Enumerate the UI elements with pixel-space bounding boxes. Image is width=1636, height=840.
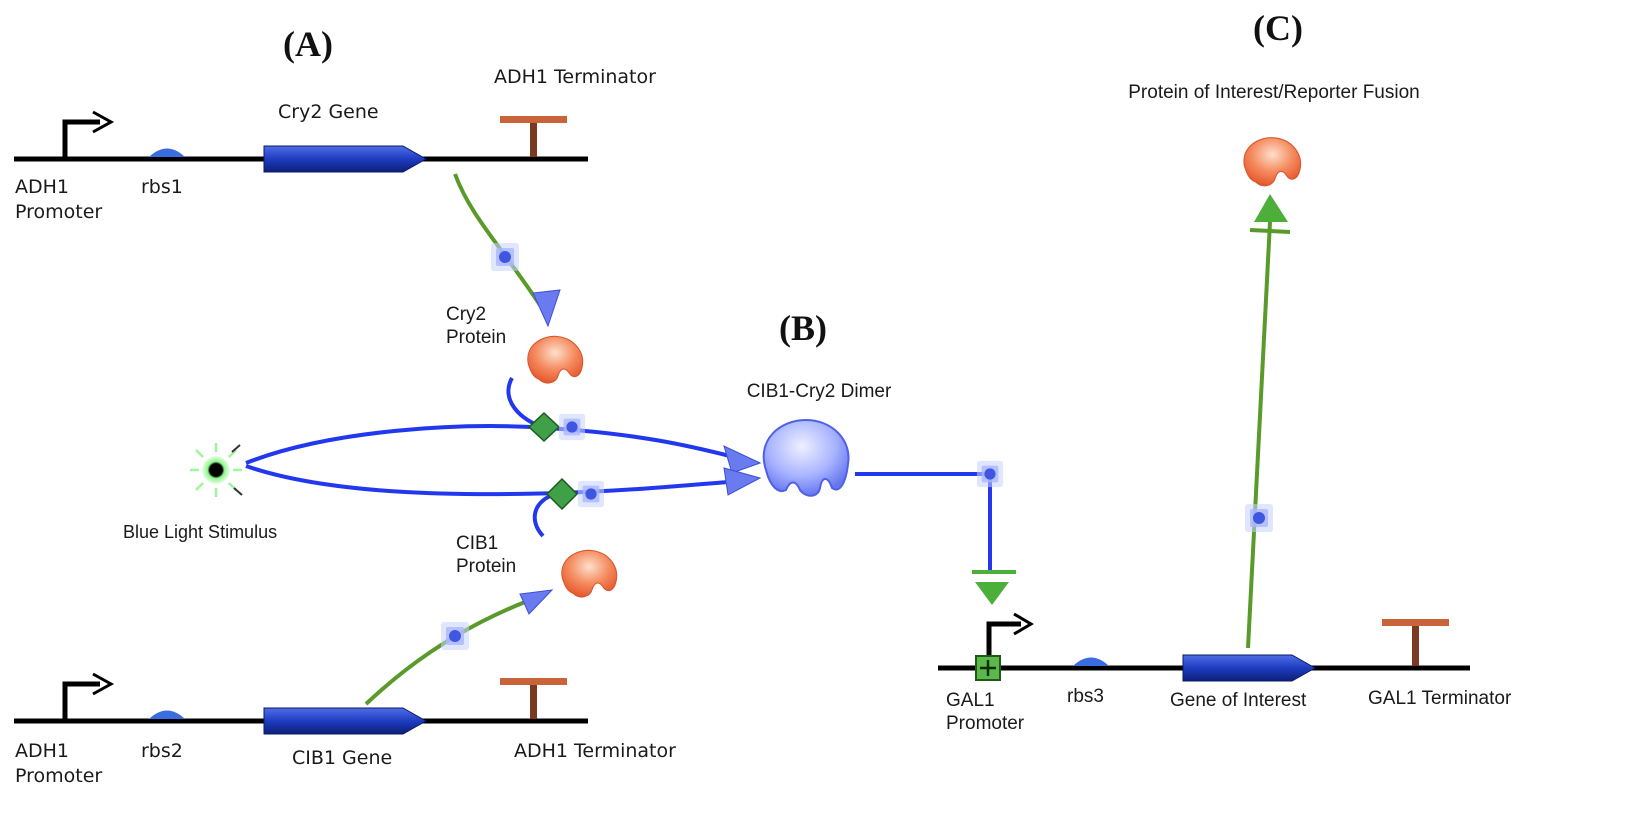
interaction-node-icon [577,480,605,508]
rbs-label: rbs1 [141,176,183,198]
promoter-arrow-icon [986,621,1021,660]
fusion-protein-icon [1243,137,1302,187]
dimer-label: CIB1-Cry2 Dimer [747,381,892,402]
rbs-label: rbs2 [141,740,183,762]
promoter-arrowhead-icon [92,672,115,696]
panel-label-b: (B) [779,308,827,348]
cib1-protein-label: Protein [456,556,516,577]
rbs-icon [1073,657,1109,666]
cds-gene-icon [1182,654,1317,682]
association-diamond-icon [527,411,561,443]
production-arrows [364,173,1291,706]
terminator-stem-icon [530,683,537,719]
promoter-label: GAL1 [946,690,995,711]
production-arrow-cry2 [453,173,542,307]
cib1-protein-label: CIB1 [456,533,498,554]
promoter-label: Promoter [15,765,102,787]
activation-arrowhead-icon [975,582,1009,605]
gal1-cassette: GAL1 Promoter rbs3 Gene of Interest GAL1… [938,612,1512,734]
production-arrow-cib1 [364,600,526,706]
terminator-label: ADH1 Terminator [494,66,656,88]
stimulus-label: Blue Light Stimulus [123,522,277,542]
gene-label: CIB1 Gene [292,747,392,769]
promoter-arrow-icon [62,119,100,157]
promoter-arrowhead-icon [1013,612,1034,636]
interaction-node-icon [976,460,1004,488]
promoter-label: ADH1 [15,176,69,198]
cib1-cry2-dimer-icon [762,418,850,497]
panel-label-a: (A) [283,24,333,64]
interaction-line [245,424,731,465]
arrowhead-icon [1254,194,1288,222]
blue-light-icon [190,443,243,497]
interaction-node-icon [558,413,586,441]
terminator-label: GAL1 Terminator [1368,688,1512,709]
inhibition-bar-icon [1249,228,1291,234]
interaction-lines [245,377,1016,605]
cry2-protein-label: Protein [446,327,506,348]
promoter-arrowhead-icon [92,110,115,134]
arrowhead-icon [519,589,554,615]
arrowhead-icon [723,445,762,474]
rbs-icon [149,148,185,157]
interaction-node-icon [1245,504,1273,532]
rbs-label: rbs3 [1067,686,1104,707]
arrowhead-icon [532,289,561,328]
terminator-cap-icon [500,116,567,123]
promoter-arrow-icon [62,681,100,719]
activation-line [855,472,992,574]
arrowhead-icon [723,467,762,496]
gene-label: Gene of Interest [1170,690,1307,711]
rbs-icon [149,710,185,719]
terminator-stem-icon [530,121,537,157]
interaction-node-icon [441,622,469,650]
interaction-node-icon [491,243,519,271]
cry2-protein-label: Cry2 [446,304,486,325]
interaction-line [245,464,729,497]
terminator-stem-icon [1412,624,1419,666]
promoter-label: Promoter [946,713,1025,734]
panel-label-c: (C) [1253,8,1303,48]
terminator-label: ADH1 Terminator [514,740,676,762]
terminator-cap-icon [1382,619,1449,626]
gene-label: Cry2 Gene [278,101,379,123]
cib1-protein-icon [561,549,618,598]
cib1-cassette: ADH1 Promoter rbs2 CIB1 Gene ADH1 Termin… [14,672,676,787]
operator-plus-glyph [980,660,996,676]
promoter-label: ADH1 [15,740,69,762]
cry2-cassette: ADH1 Promoter rbs1 Cry2 Gene ADH1 Termin… [14,66,656,223]
promoter-label: Promoter [15,201,102,223]
cds-gene-icon [263,707,428,735]
production-arrow-fusion [1246,221,1272,649]
cry2-protein-icon [527,335,584,384]
terminator-cap-icon [500,678,567,685]
cds-gene-icon [263,145,428,173]
fusion-protein-label: Protein of Interest/Reporter Fusion [1128,82,1419,103]
association-diamond-icon [545,477,579,511]
